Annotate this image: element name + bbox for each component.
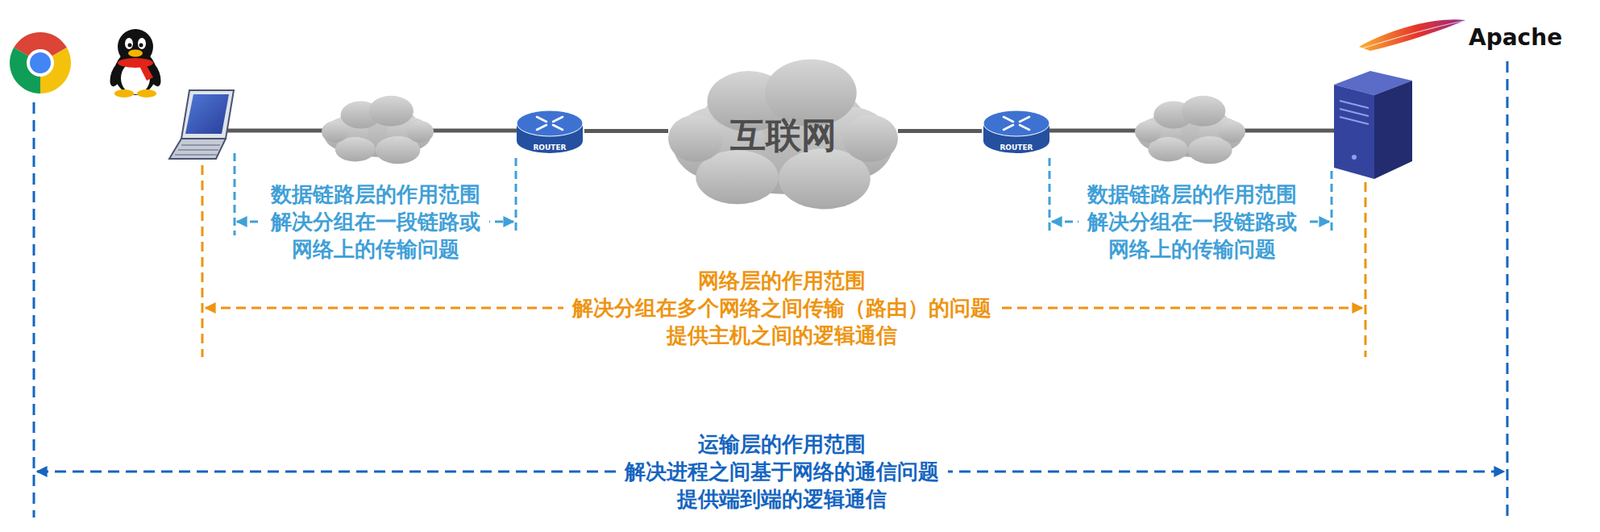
network-link [897,128,982,133]
range-boundary [233,153,237,236]
server-icon [1351,154,1357,160]
apache-feather [1362,20,1464,49]
laptop-icon [169,90,234,159]
qq-icon [128,49,143,58]
server-icon [1339,116,1369,125]
laptop-icon [174,153,217,156]
qq-icon [124,37,133,50]
cloud-label: 互联网 [730,114,837,157]
qq-icon [128,43,133,48]
range-description: 解决进程之间基于网络的通信问题 提供端到端的逻辑通信 [615,457,948,513]
router-label: ROUTER [999,143,1033,153]
laptop-icon [181,90,234,139]
server-icon [1374,80,1413,179]
router-node: ROUTER [515,107,585,155]
range-heading: 数据链路层的作用范围 [1087,180,1297,208]
router-shape [1003,116,1030,130]
server-icon [1334,84,1375,179]
laptop-icon [181,144,221,146]
router-shape [1019,124,1030,130]
cloud-shape [668,58,898,209]
range-boundary [201,165,204,358]
qq-icon [114,49,157,96]
apache-feather [1358,19,1466,51]
apache-feather [1358,19,1466,51]
network-cloud [321,95,434,165]
range-boundary [515,157,518,236]
router-shape [536,124,547,130]
laptop-icon [178,149,219,151]
internet-cloud: 互联网 [668,50,898,220]
qq-icon [139,43,144,48]
router-label: ROUTER [532,143,566,153]
range-boundary [1506,61,1509,518]
router-shape [536,116,563,130]
qq-icon [137,89,157,98]
router-node: ROUTER [981,107,1052,155]
logo-text: Apache [1468,23,1563,53]
qq-icon [138,62,154,81]
range-boundary [1048,157,1052,236]
router-shape [516,110,583,137]
range-description: 解决分组在一段链路或 网络上的传输问题 [1078,207,1306,263]
qq-icon [137,37,146,50]
server-icon [1339,108,1369,117]
range-boundary [1364,182,1368,358]
range-heading: 运输层的作用范围 [698,430,866,458]
browser-icon [26,49,55,77]
laptop-icon [185,94,229,134]
range-boundary [33,102,36,518]
router-shape [536,116,547,122]
laptop-icon [169,138,226,159]
qq-icon [107,29,164,98]
qq-icon [114,89,134,98]
server-icon [1334,70,1413,179]
range-heading: 网络层的作用范围 [698,266,866,295]
qq-icon [117,58,154,68]
range-description: 解决分组在一段链路或 网络上的传输问题 [261,207,490,263]
network-cloud [1134,95,1246,165]
browser-icon [9,32,71,94]
router-shape [1003,116,1014,122]
router-shape [983,110,1050,137]
router-shape [1003,124,1014,130]
network-link [584,128,669,133]
router-shape [1019,116,1030,122]
range-description: 解决分组在多个网络之间传输（路由）的问题 提供主机之间的逻辑通信 [563,294,1001,350]
router-shape [552,124,563,130]
router-shape [552,116,563,122]
browser-icon [29,52,51,74]
range-boundary [1330,170,1334,236]
range-heading: 数据链路层的作用范围 [270,180,481,208]
server-icon [1339,100,1369,109]
